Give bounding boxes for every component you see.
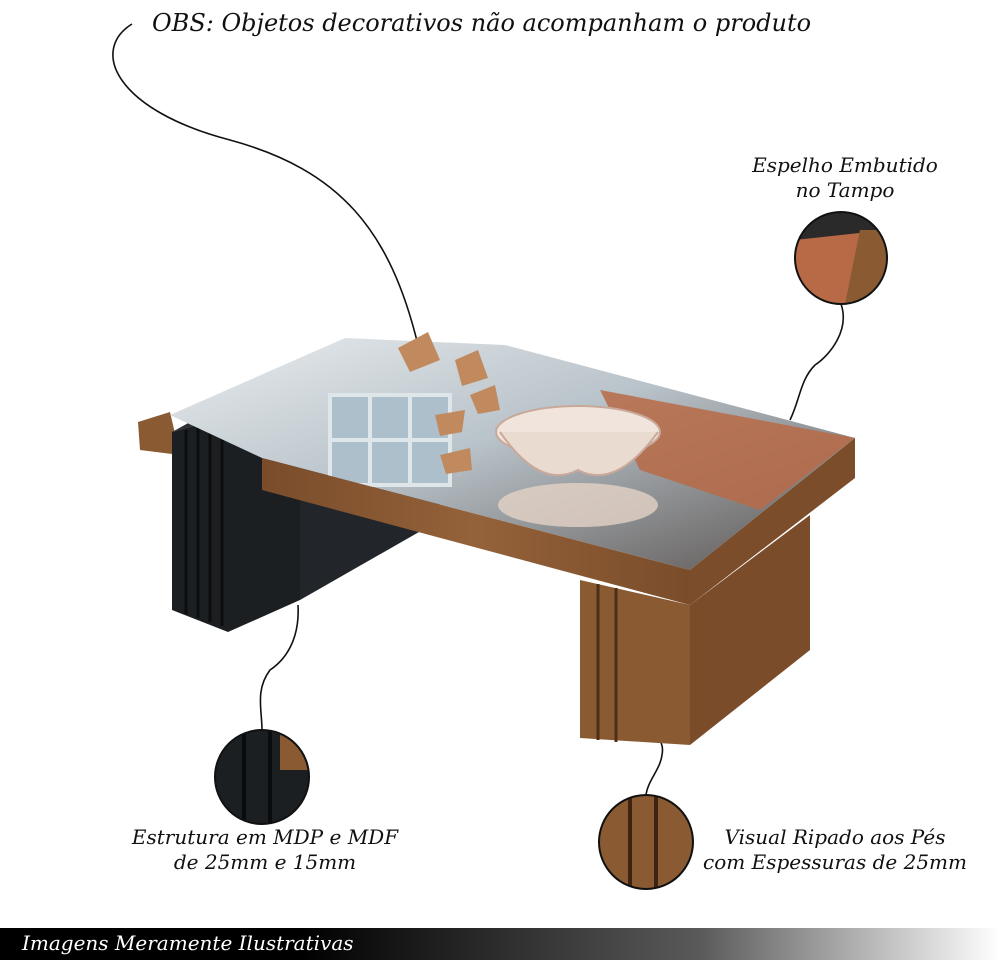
structure-feature-line2: de 25mm e 15mm xyxy=(173,850,357,874)
footer-banner: Imagens Meramente Ilustrativas xyxy=(0,928,1000,960)
slatted-detail-circle xyxy=(598,794,694,890)
mirror-detail-circle xyxy=(794,211,888,305)
slatted-pointer-line xyxy=(645,734,664,796)
slatted-feature-label: Visual Ripado aos Pés com Espessuras de … xyxy=(690,825,980,875)
structure-feature-label: Estrutura em MDP e MDF de 25mm e 15mm xyxy=(110,825,420,875)
decor-disclaimer-note: OBS: Objetos decorativos não acompanham … xyxy=(152,9,812,37)
front-frame xyxy=(262,458,690,605)
structure-feature-line1: Estrutura em MDP e MDF xyxy=(131,825,399,849)
slatted-feature-line2: com Espessuras de 25mm xyxy=(703,850,967,874)
coffee-table xyxy=(138,332,855,745)
obs-pointer-line xyxy=(112,23,419,346)
structure-detail-circle xyxy=(214,729,310,825)
right-frame xyxy=(690,438,855,605)
mirror-copper-reflection xyxy=(600,390,855,510)
mirror-pointer-line xyxy=(789,303,844,421)
structure-pointer-line xyxy=(259,604,299,731)
mirror-feature-line2: no Tampo xyxy=(795,178,895,202)
decorative-leaves xyxy=(398,332,500,474)
mirror-feature-line1: Espelho Embutido xyxy=(752,153,938,177)
leg-slats xyxy=(596,584,618,742)
bowl-reflection xyxy=(498,483,658,527)
decorative-bowl-body xyxy=(499,431,659,477)
mirror-feature-label: Espelho Embutido no Tampo xyxy=(740,153,950,203)
right-leg-side xyxy=(690,515,810,745)
right-leg-front xyxy=(580,580,690,745)
window-reflection xyxy=(328,393,452,487)
footer-disclaimer: Imagens Meramente Ilustrativas xyxy=(22,931,354,955)
slatted-feature-line1: Visual Ripado aos Pés xyxy=(724,825,946,849)
left-top-edge xyxy=(138,412,180,455)
